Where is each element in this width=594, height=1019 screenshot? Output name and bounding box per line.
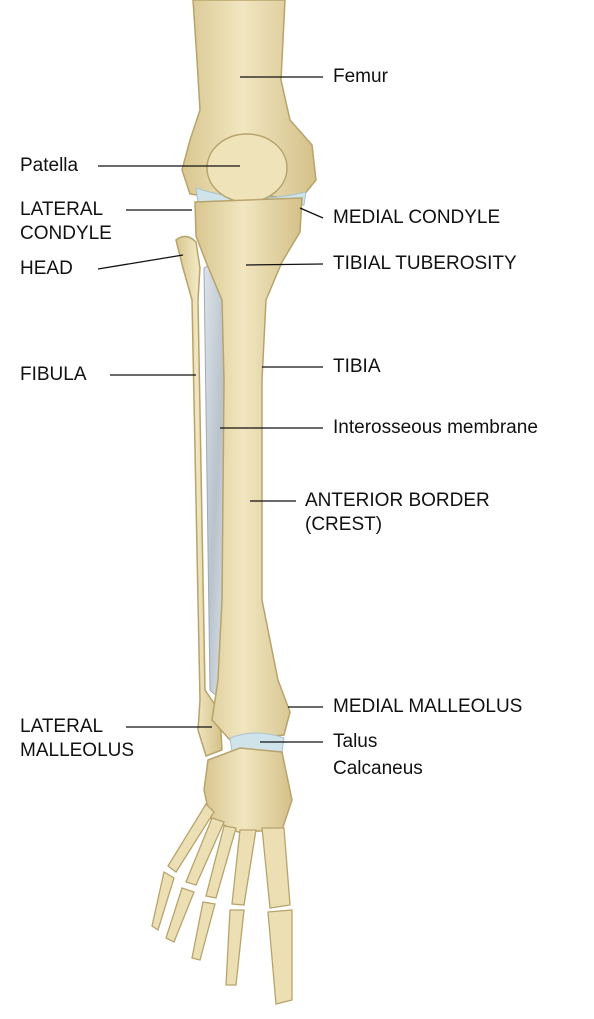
label-lateral-malleolus-line1: LATERAL <box>20 716 103 738</box>
label-medial-malleolus: MEDIAL MALLEOLUS <box>333 696 522 718</box>
toe-1-phalanx <box>268 910 292 1004</box>
toe-bones <box>152 804 292 1004</box>
toe-3-phalanx <box>192 902 215 960</box>
toe-2-phalanx <box>226 910 244 985</box>
label-lateral-condyle-line2: CONDYLE <box>20 223 112 245</box>
leader-head <box>98 255 183 269</box>
label-interosseous-membrane: Interosseous membrane <box>333 417 538 439</box>
toe-1-metatarsal <box>262 828 290 908</box>
label-fibula: FIBULA <box>20 364 87 386</box>
label-talus: Talus <box>333 731 377 753</box>
label-head: HEAD <box>20 258 73 280</box>
label-femur: Femur <box>333 66 388 88</box>
label-patella: Patella <box>20 155 78 177</box>
toe-4-phalanx <box>166 888 194 942</box>
label-calcaneus: Calcaneus <box>333 758 423 780</box>
label-tibial-tuberosity: TIBIAL TUBEROSITY <box>333 253 517 275</box>
toe-2-metatarsal <box>232 830 256 905</box>
patella-bone <box>207 134 287 202</box>
label-lateral-condyle-line1: LATERAL <box>20 199 103 221</box>
label-medial-condyle: MEDIAL CONDYLE <box>333 207 500 229</box>
label-tibia: TIBIA <box>333 356 381 378</box>
leader-medial-condyle <box>300 208 323 218</box>
label-anterior-border-line2: (CREST) <box>305 514 382 536</box>
label-anterior-border-line1: ANTERIOR BORDER <box>305 490 490 512</box>
label-lateral-malleolus-line2: MALLEOLUS <box>20 740 134 762</box>
